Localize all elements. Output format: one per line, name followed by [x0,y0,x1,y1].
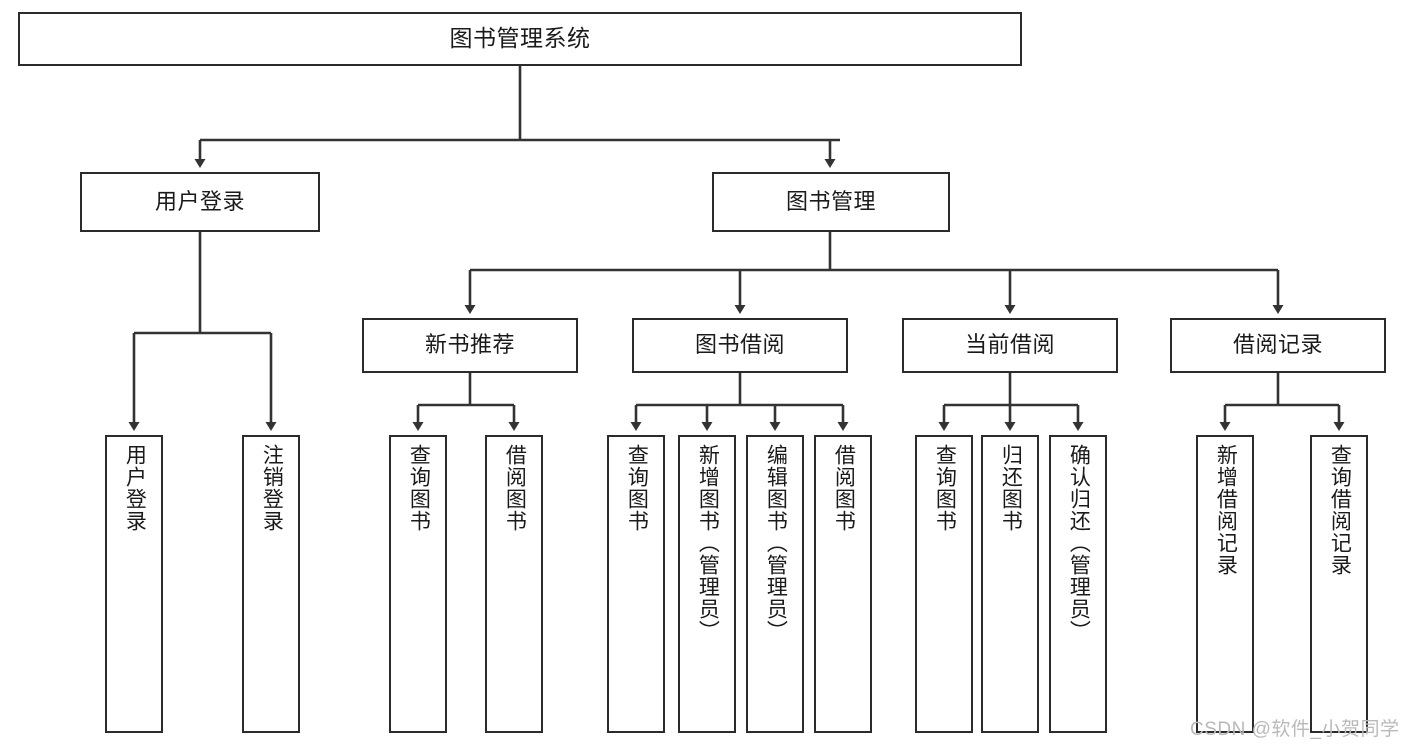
node-book-borrowing[interactable]: 图书借阅 [632,318,848,373]
node-label: 借阅图书 [503,444,527,532]
node-label: 借阅记录 [1232,332,1323,358]
node-label: 编辑图书（管理员） [764,444,788,642]
node-leaf-borrow-edit-book-admin[interactable]: 编辑图书（管理员） [746,435,804,733]
node-leaf-borrow-add-book-admin[interactable]: 新增图书（管理员） [678,435,736,733]
node-user-login[interactable]: 用户登录 [80,172,320,232]
node-leaf-borrow-borrow-books[interactable]: 借阅图书 [814,435,872,733]
node-leaf-newbook-borrow-books[interactable]: 借阅图书 [485,435,543,733]
node-current-borrowing[interactable]: 当前借阅 [902,318,1118,373]
node-label: 查询借阅记录 [1328,444,1352,576]
node-root-book-management-system[interactable]: 图书管理系统 [18,12,1022,66]
node-label: 查询图书 [933,444,957,532]
node-label: 图书管理 [785,188,876,214]
node-label: 用户登录 [123,444,147,532]
node-leaf-newbook-query-books[interactable]: 查询图书 [389,435,447,733]
node-leaf-borrow-query-books[interactable]: 查询图书 [607,435,665,733]
node-label: 查询图书 [407,444,431,532]
node-label: 当前借阅 [964,332,1055,358]
node-label: 查询图书 [625,444,649,532]
node-label: 新增图书（管理员） [696,444,720,642]
node-leaf-user-login[interactable]: 用户登录 [105,435,163,733]
node-label: 用户登录 [154,188,245,214]
node-label: 确认归还（管理员） [1067,444,1091,642]
node-leaf-logout[interactable]: 注销登录 [242,435,300,733]
node-leaf-records-add-record[interactable]: 新增借阅记录 [1196,435,1254,733]
node-new-book-recommendation[interactable]: 新书推荐 [362,318,578,373]
node-label: 新增借阅记录 [1214,444,1238,576]
node-label: 新书推荐 [424,332,515,358]
node-label: 注销登录 [260,444,284,532]
node-borrowing-records[interactable]: 借阅记录 [1170,318,1386,373]
node-label: 借阅图书 [832,444,856,532]
node-label: 归还图书 [999,444,1023,532]
node-book-management[interactable]: 图书管理 [712,172,950,232]
node-leaf-current-return-books[interactable]: 归还图书 [981,435,1039,733]
node-label: 图书借阅 [694,332,785,358]
node-leaf-current-confirm-return-admin[interactable]: 确认归还（管理员） [1049,435,1107,733]
node-leaf-current-query-books[interactable]: 查询图书 [915,435,973,733]
node-label: 图书管理系统 [449,25,591,52]
node-leaf-records-query-record[interactable]: 查询借阅记录 [1310,435,1368,733]
